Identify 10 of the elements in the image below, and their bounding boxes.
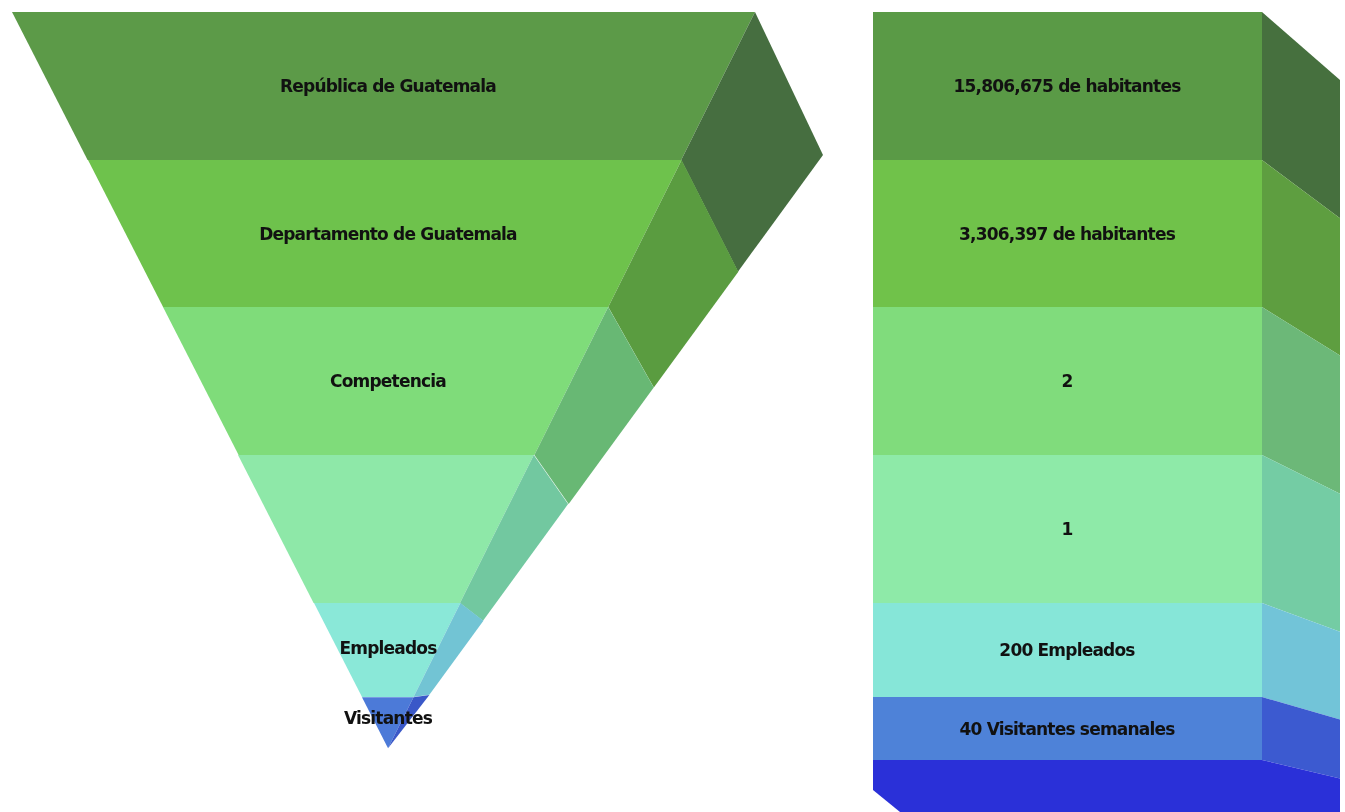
band-label: 2 [1061,371,1073,391]
band-label: 3,306,397 de habitantes [959,223,1175,244]
band-label: Competencia [330,371,446,391]
band-label: República de Guatemala [280,76,496,96]
band-label: Empleados [339,638,437,658]
band-label: 40 Visitantes semanales [959,718,1175,739]
band-label: 1 [1061,519,1073,539]
band-label: 200 Empleados [999,640,1135,660]
band-label: 15,806,675 de habitantes [953,76,1181,96]
band-label: Departamento de Guatemala [259,223,517,244]
